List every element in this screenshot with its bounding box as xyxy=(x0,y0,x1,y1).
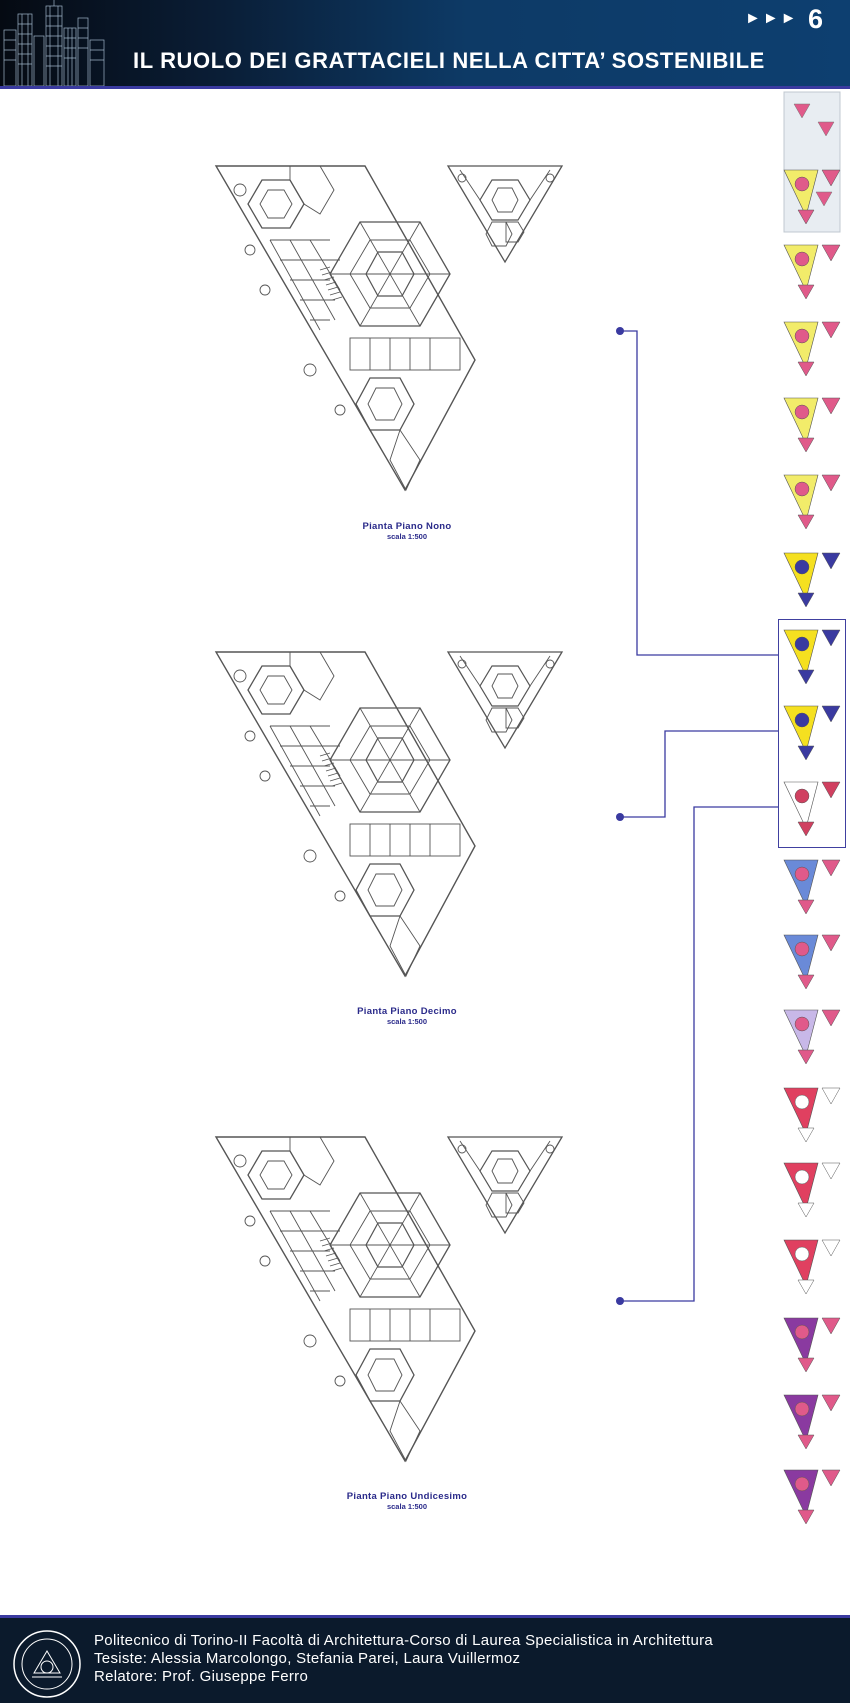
thumbnail-floor-e[interactable] xyxy=(783,474,841,530)
connector-dot xyxy=(616,327,624,335)
plan-scale: scala 1:500 xyxy=(386,1017,428,1026)
plan-scale: scala 1:500 xyxy=(386,532,428,541)
page-number: 6 xyxy=(808,4,824,34)
thumbnail-floor-c[interactable] xyxy=(783,321,841,377)
footer-authors: Tesiste: Alessia Marcolongo, Stefania Pa… xyxy=(94,1650,521,1667)
thumbnail-site-plan[interactable] xyxy=(783,91,841,233)
header-banner: IL RUOLO DEI GRATTACIELI NELLA CITTA’ SO… xyxy=(0,0,850,89)
thumbnail-floor-l[interactable] xyxy=(783,1239,841,1295)
thumbnail-floor-a[interactable] xyxy=(783,169,841,225)
next-page-arrows-icon[interactable]: ►►► xyxy=(745,10,799,27)
plan-caption-decimo: Pianta Piano Decimo scala 1:500 xyxy=(277,1006,537,1026)
connector-dot xyxy=(616,1297,624,1305)
thumbnail-floor-h[interactable] xyxy=(783,934,841,990)
thumbnail-floor-k[interactable] xyxy=(783,1162,841,1218)
thumbnail-floor-j[interactable] xyxy=(783,1087,841,1143)
skyline-illustration xyxy=(3,0,105,86)
page-title: IL RUOLO DEI GRATTACIELI NELLA CITTA’ SO… xyxy=(133,48,765,73)
footer-institution: Politecnico di Torino-II Facoltà di Arch… xyxy=(94,1632,714,1649)
thumbnail-floor-d[interactable] xyxy=(783,397,841,453)
plan-title: Pianta Piano Nono xyxy=(362,521,452,532)
selected-thumbnails-frame xyxy=(778,619,846,848)
thumbnail-floor-m[interactable] xyxy=(783,1317,841,1373)
plan-title: Pianta Piano Decimo xyxy=(357,1006,457,1017)
footer-bar: Politecnico di Torino-II Facoltà di Arch… xyxy=(0,1615,850,1703)
thumbnail-floor-n[interactable] xyxy=(783,1394,841,1450)
thumbnail-floor-g[interactable] xyxy=(783,859,841,915)
thumbnail-floor-o[interactable] xyxy=(783,1469,841,1525)
thumbnail-floor-i[interactable] xyxy=(783,1009,841,1065)
thumbnail-floor-11[interactable] xyxy=(783,705,841,761)
connector-dot xyxy=(616,813,624,821)
footer-supervisor: Relatore: Prof. Giuseppe Ferro xyxy=(94,1668,309,1685)
thumbnail-floor-b[interactable] xyxy=(783,244,841,300)
thumbnail-floor-9[interactable] xyxy=(783,552,841,608)
politecnico-seal-logo xyxy=(13,1630,81,1698)
plan-caption-nono: Pianta Piano Nono scala 1:500 xyxy=(277,521,537,541)
plan-scale: scala 1:500 xyxy=(386,1502,428,1511)
plan-title: Pianta Piano Undicesimo xyxy=(346,1491,468,1502)
thumbnail-floor-10[interactable] xyxy=(783,629,841,685)
plan-caption-undicesimo: Pianta Piano Undicesimo scala 1:500 xyxy=(277,1491,537,1511)
thumbnail-floor-f[interactable] xyxy=(783,781,841,837)
